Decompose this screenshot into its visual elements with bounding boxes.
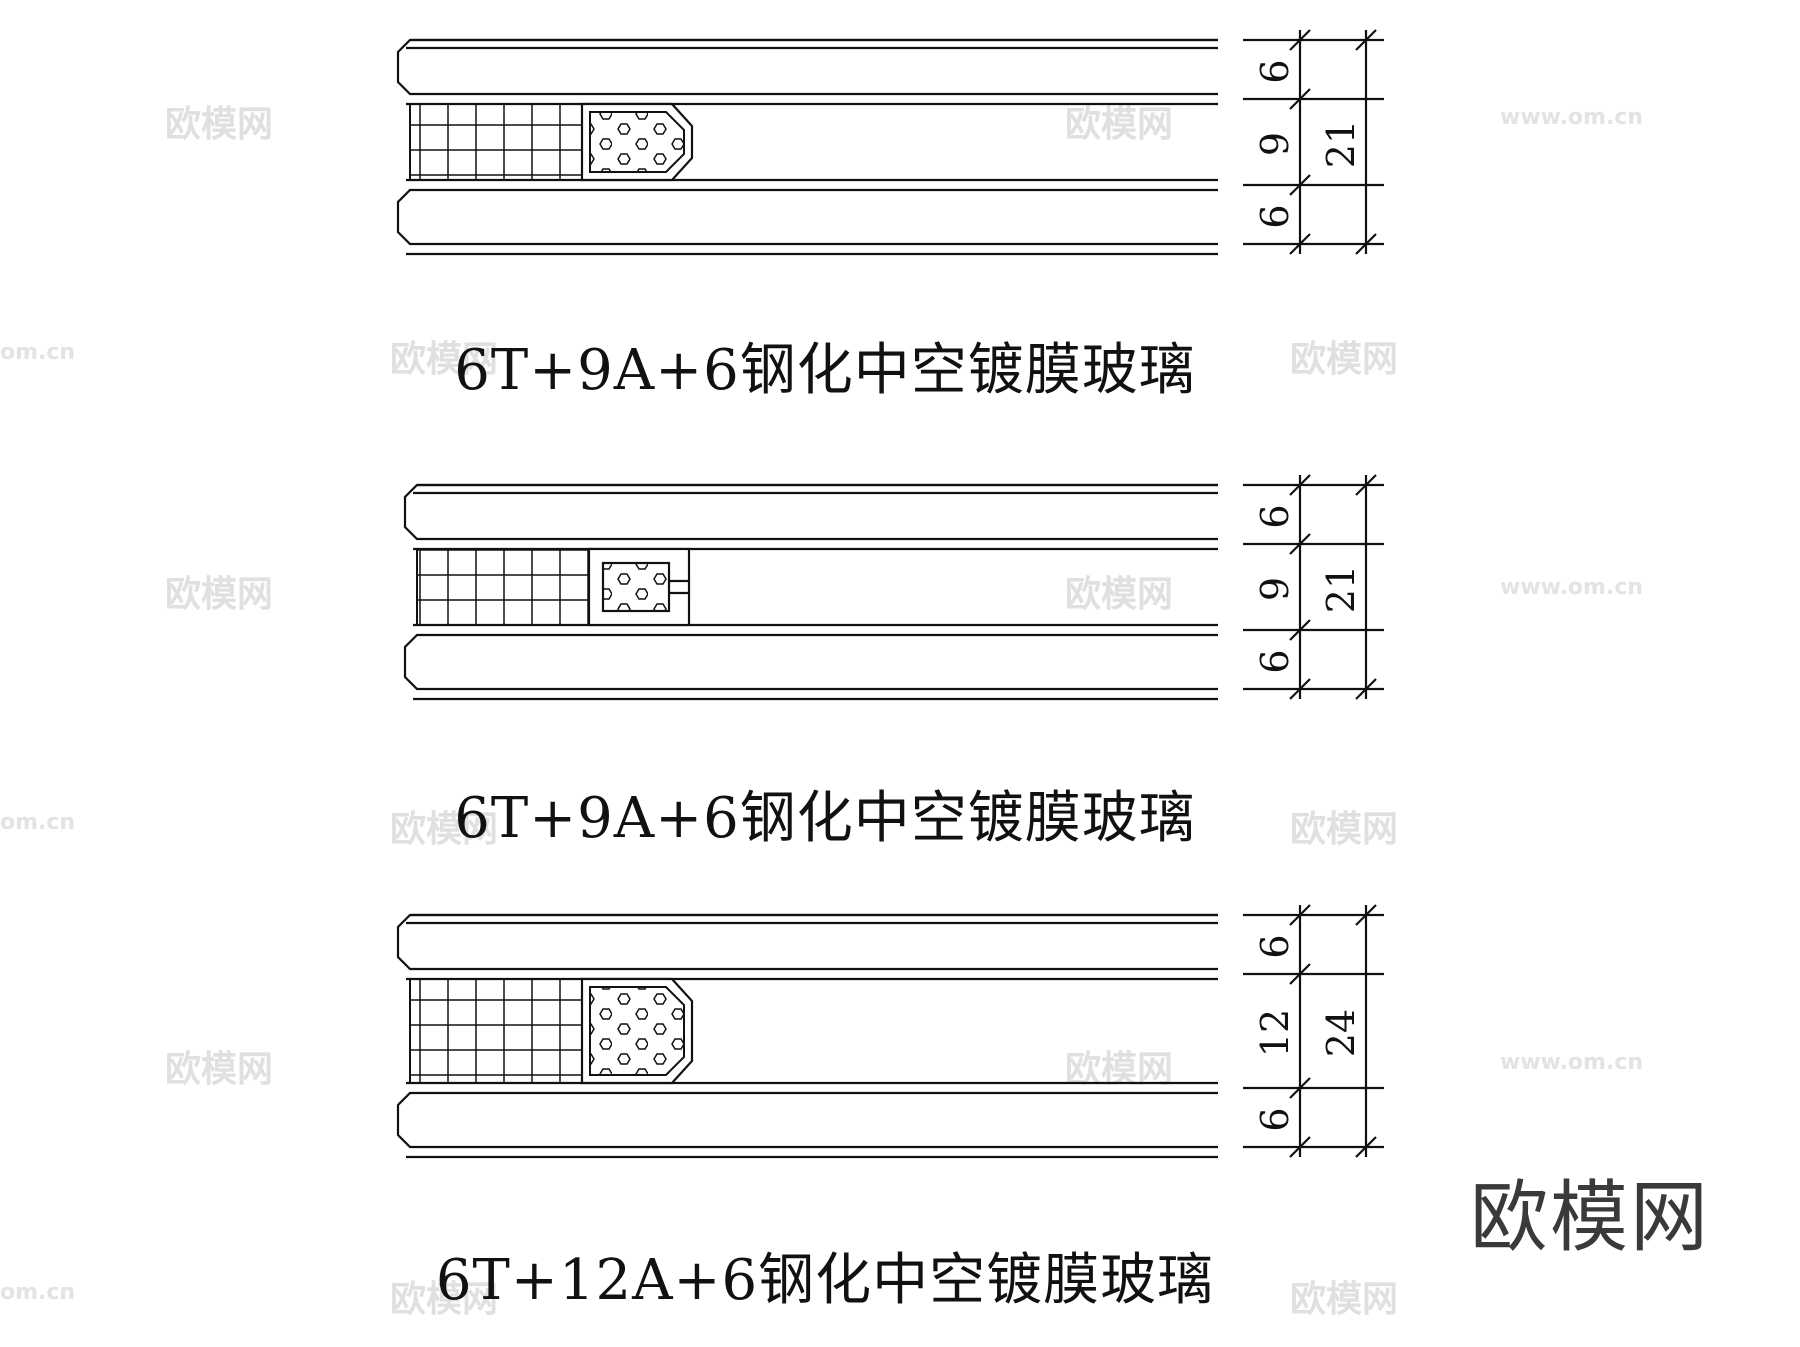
- watermark-text: 欧模网: [1290, 809, 1399, 850]
- glass-unit-1: 6 9 6 21: [396, 29, 1384, 256]
- desiccant-fill: [589, 986, 685, 1076]
- watermark-text: 欧模网: [165, 104, 274, 145]
- watermark-url: www.om.cn: [1500, 575, 1644, 600]
- dimension-tick: [1355, 678, 1377, 700]
- dimension-label-top: 6: [1253, 934, 1297, 958]
- bottom-glass-pane: [403, 633, 1218, 691]
- watermark-url: om.cn: [0, 1280, 76, 1305]
- watermark-text: 欧模网: [390, 1279, 499, 1320]
- caption-diagram-2: 6T+9A+6钢化中空镀膜玻璃: [454, 786, 1196, 851]
- glass-unit-2: 6 9 6 21: [403, 474, 1384, 701]
- brand-logo: 欧模网: [1470, 1173, 1711, 1263]
- dimension-label-total: 24: [1319, 1009, 1363, 1057]
- sealant-grid: [409, 103, 583, 181]
- dimension-label-bottom: 6: [1253, 204, 1297, 228]
- dimension-label-bottom: 6: [1253, 1107, 1297, 1131]
- watermark-text: 欧模网: [1290, 339, 1399, 380]
- watermark-text: 欧模网: [165, 1049, 274, 1090]
- watermark-text: 欧模网: [1065, 574, 1174, 615]
- watermark-text: 欧模网: [390, 339, 499, 380]
- dimension-label-top: 6: [1253, 504, 1297, 528]
- dimension-label-middle: 9: [1253, 577, 1297, 601]
- sealant-grid: [409, 978, 583, 1084]
- dimension-tick: [1355, 29, 1377, 51]
- caption-diagram-1: 6T+9A+6钢化中空镀膜玻璃: [454, 338, 1196, 403]
- glass-unit-3: 6 12 6 24: [396, 904, 1384, 1159]
- dimension-tick: [1355, 233, 1377, 255]
- watermark-url: www.om.cn: [1500, 105, 1644, 130]
- watermark-text: 欧模网: [390, 809, 499, 850]
- watermark-text: 欧模网: [1290, 1279, 1399, 1320]
- dimension-label-total: 21: [1319, 565, 1363, 613]
- dimension-label-middle: 9: [1253, 132, 1297, 156]
- watermark-url: om.cn: [0, 340, 76, 365]
- bottom-glass-pane: [396, 188, 1218, 246]
- caption-diagram-3: 6T+12A+6钢化中空镀膜玻璃: [435, 1248, 1215, 1313]
- watermark-text: 欧模网: [165, 574, 274, 615]
- desiccant-fill: [589, 111, 685, 173]
- dimension-tick: [1355, 474, 1377, 496]
- desiccant-fill: [601, 561, 671, 613]
- watermark-text: 欧模网: [1065, 104, 1174, 145]
- watermark-url: www.om.cn: [1500, 1050, 1644, 1075]
- sealant-grid: [416, 548, 590, 626]
- dimension-label-bottom: 6: [1253, 649, 1297, 673]
- bottom-glass-pane: [396, 1091, 1218, 1149]
- dimension-tick: [1355, 904, 1377, 926]
- dimension-tick: [1355, 1136, 1377, 1158]
- dimension-label-top: 6: [1253, 59, 1297, 83]
- dimension-label-total: 21: [1319, 120, 1363, 168]
- dimension-label-middle: 12: [1253, 1009, 1297, 1057]
- watermark-url: om.cn: [0, 810, 76, 835]
